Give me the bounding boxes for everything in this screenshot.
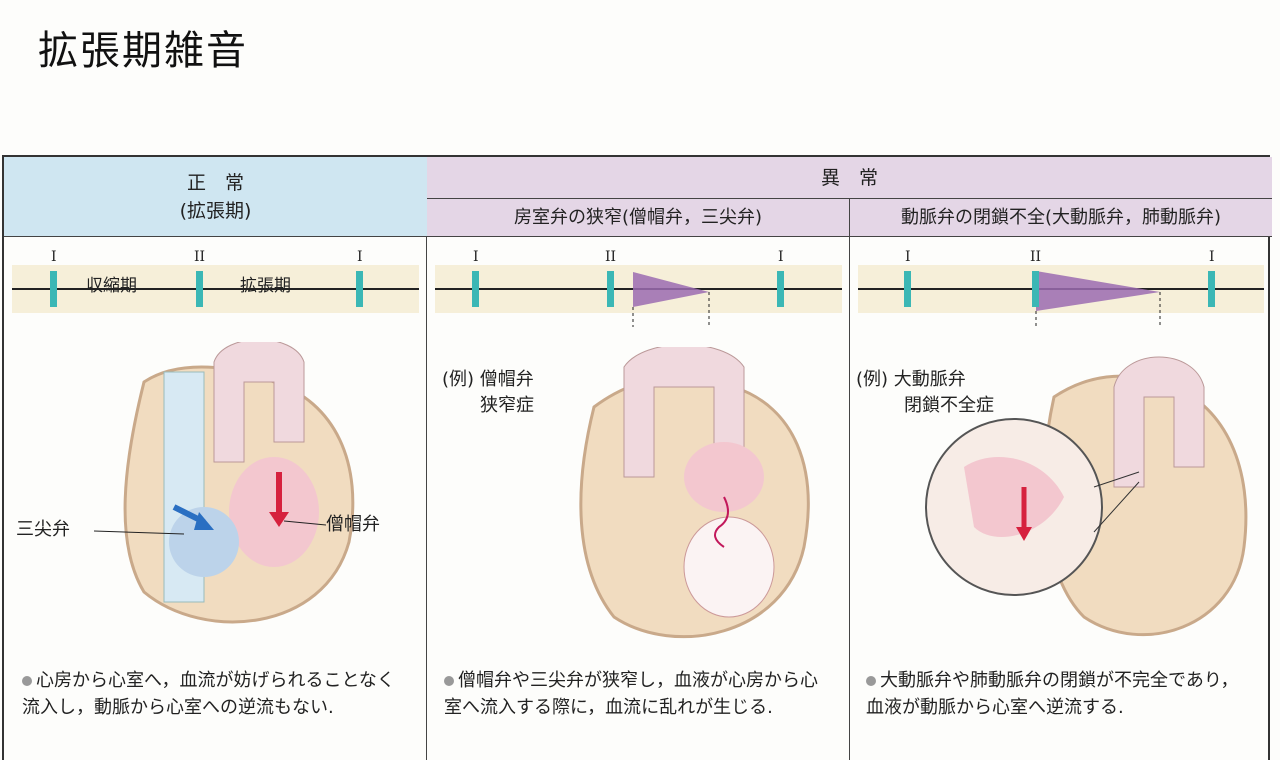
header-normal-title: 正 常 — [186, 172, 244, 194]
description-text: 大動脈弁や肺動脈弁の閉鎖が不完全であり，血液が動脈から心室へ逆流する. — [866, 670, 1239, 718]
header-av-stenosis: 房室弁の狭窄(僧帽弁，三尖弁) — [427, 199, 850, 237]
s1-label: I — [905, 249, 911, 265]
example-label-line2: 狭窄症 — [480, 395, 534, 416]
s1-label: I — [473, 249, 479, 265]
s1-label: I — [778, 249, 784, 265]
timeline-av-stenosis: I II I — [427, 249, 850, 327]
page-title: 拡張期雑音 — [38, 28, 248, 74]
murmur-shape — [632, 272, 710, 327]
mitral-valve-label: 僧帽弁 — [326, 514, 380, 535]
s1-marker — [1208, 271, 1215, 307]
description-normal: 心房から心室へ，血流が妨げられることなく流入し，動脈から心室への逆流もない. — [22, 667, 402, 721]
s1-label: I — [1209, 249, 1215, 265]
timeline-normal: I II I 収縮期 拡張期 — [4, 249, 427, 327]
comparison-table: 正 常 (拡張期) 異 常 房室弁の狭窄(僧帽弁，三尖弁) 動脈弁の閉鎖不全(大… — [2, 155, 1272, 760]
murmur-shape — [1035, 271, 1161, 327]
systole-label: 収縮期 — [86, 276, 137, 296]
heart-illustration-normal — [123, 342, 355, 624]
bullet-icon — [866, 676, 876, 686]
header-normal-subtitle: (拡張期) — [179, 200, 252, 222]
description-semilunar-regurgitation: 大動脈弁や肺動脈弁の閉鎖が不完全であり，血液が動脈から心室へ逆流する. — [866, 667, 1246, 721]
s1-marker — [777, 271, 784, 307]
tricuspid-valve-label: 三尖弁 — [16, 519, 70, 540]
example-label-line1: (例) 大動脈弁 — [856, 369, 966, 390]
s2-marker — [196, 271, 203, 307]
bullet-icon — [444, 676, 454, 686]
header-normal: 正 常 (拡張期) — [4, 157, 427, 237]
leader-line — [94, 530, 184, 535]
header-abnormal: 異 常 — [427, 157, 1272, 199]
heart-illustration-aortic-regurgitation — [925, 356, 1248, 637]
example-label-line1: (例) 僧帽弁 — [442, 369, 534, 390]
s2-marker — [1032, 271, 1039, 307]
description-text: 僧帽弁や三尖弁が狭窄し，血液が心房から心室へ流入する際に，血流に乱れが生じる. — [444, 670, 818, 718]
heart-illustration-mitral-stenosis — [579, 347, 810, 638]
column-av-stenosis — [427, 157, 850, 760]
example-aortic-regurgitation: (例) 大動脈弁 閉鎖不全症 — [856, 367, 994, 419]
s1-label: I — [357, 249, 363, 265]
s2-label: II — [194, 249, 206, 265]
leader-line — [284, 520, 326, 526]
diastole-label: 拡張期 — [240, 276, 291, 296]
s1-label: I — [51, 249, 57, 265]
example-mitral-stenosis: (例) 僧帽弁 狭窄症 — [442, 367, 534, 419]
description-av-stenosis: 僧帽弁や三尖弁が狭窄し，血液が心房から心室へ流入する際に，血流に乱れが生じる. — [444, 667, 824, 721]
header-semilunar-regurgitation: 動脈弁の閉鎖不全(大動脈弁，肺動脈弁) — [850, 199, 1272, 237]
s1-marker — [472, 271, 479, 307]
timeline-axis — [12, 288, 419, 290]
s1-marker — [50, 271, 57, 307]
timeline-semilunar-regurgitation: I II I — [850, 249, 1272, 327]
turbulence-swirl — [714, 496, 729, 548]
description-text: 心房から心室へ，血流が妨げられることなく流入し，動脈から心室への逆流もない. — [22, 670, 395, 718]
bullet-icon — [22, 676, 32, 686]
s2-label: II — [605, 249, 617, 265]
s1-marker — [356, 271, 363, 307]
s2-marker — [607, 271, 614, 307]
column-normal — [4, 157, 427, 760]
s1-marker — [904, 271, 911, 307]
s2-label: II — [1030, 249, 1042, 265]
example-label-line2: 閉鎖不全症 — [904, 395, 994, 416]
